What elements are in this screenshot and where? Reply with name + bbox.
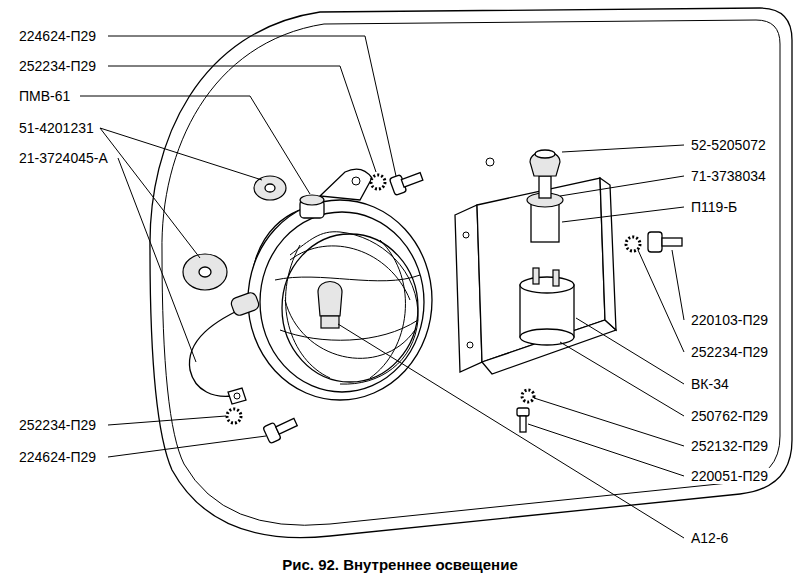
- part-number: 250762-П29: [690, 408, 769, 424]
- switch-bracket-part: [467, 342, 473, 348]
- light-switch-part: [539, 176, 551, 198]
- screws-left-part: [276, 418, 298, 434]
- wire-lead-part: [230, 291, 261, 317]
- part-number: 52-5205072: [690, 137, 767, 153]
- leader-lines-part: [672, 250, 684, 320]
- lamp-part: [285, 300, 415, 358]
- lamp-part: [370, 240, 405, 378]
- lamp-part: [282, 234, 418, 382]
- body-panel: [150, 8, 792, 538]
- leader-lines-part: [560, 176, 684, 196]
- leader-lines-part: [562, 207, 684, 222]
- relay-part: [520, 329, 574, 345]
- part-number: А12-6: [690, 530, 729, 546]
- part-number: 224624-П29: [18, 449, 97, 465]
- leader-lines-part: [576, 318, 684, 384]
- leader-lines-part: [100, 128, 262, 180]
- part-number: 220103-П29: [690, 312, 769, 328]
- leader-lines-part: [118, 158, 196, 362]
- screws-right-part: [522, 390, 534, 402]
- leader-lines-part: [560, 342, 684, 416]
- part-number: 252132-П29: [690, 438, 769, 454]
- leader-lines-part: [108, 416, 226, 425]
- relay-part: [553, 270, 559, 286]
- screws-right-part: [626, 237, 640, 251]
- part-number: 252234-П29: [18, 58, 97, 74]
- lamp: [248, 200, 432, 400]
- screws-right-part: [648, 232, 662, 252]
- wire-lead-part: [228, 388, 246, 404]
- leader-lines: [80, 36, 684, 538]
- switch-bracket-part: [463, 232, 469, 238]
- screws-left-part: [227, 409, 241, 423]
- figure-caption: Рис. 92. Внутреннее освещение: [0, 556, 800, 574]
- lamp-part: [280, 320, 418, 340]
- lamp-bracket-part: [320, 169, 372, 200]
- wire-lead-part: [189, 305, 250, 396]
- leader-lines-part: [528, 424, 684, 476]
- lamp-bracket-part: [352, 177, 360, 185]
- felt-washers-part: [265, 184, 275, 192]
- part-number: П119-Б: [690, 199, 738, 215]
- relay-part: [520, 277, 574, 293]
- part-number: 252234-П29: [18, 417, 97, 433]
- part-number: ПМВ-61: [18, 88, 71, 104]
- leader-lines-part: [338, 324, 684, 538]
- lamp-part: [260, 212, 424, 392]
- lamp-part: [275, 275, 420, 281]
- screws-left-part: [401, 173, 423, 187]
- bulb-part: [321, 316, 339, 328]
- switch-bracket: [455, 178, 616, 374]
- part-number: 51-4201231: [18, 120, 95, 136]
- lamp-part: [290, 246, 410, 300]
- body-panel-part: [150, 8, 792, 538]
- relay-part: [533, 268, 539, 284]
- felt-washers-part: [183, 254, 227, 290]
- leader-lines-part: [100, 128, 200, 258]
- part-number: ВК-34: [690, 376, 730, 392]
- part-number: 71-3738034: [690, 168, 767, 184]
- screws-left: [227, 173, 423, 444]
- leader-lines-part: [108, 36, 396, 176]
- felt-washers-part: [199, 267, 211, 277]
- screws-right-part: [662, 238, 682, 246]
- leader-lines-part: [108, 436, 266, 457]
- lamp-switch-part: [300, 195, 324, 205]
- screws-left-part: [371, 175, 385, 189]
- felt-washers-part: [254, 176, 286, 200]
- bulb-part: [318, 282, 342, 317]
- part-number: 252234-П29: [690, 344, 769, 360]
- relay: [520, 268, 574, 345]
- leader-lines-part: [534, 398, 684, 446]
- light-switch-part: [535, 150, 555, 158]
- wire-lead: [189, 291, 260, 404]
- body-panel-part: [486, 158, 494, 166]
- part-number: 224624-П29: [18, 28, 97, 44]
- leader-lines-part: [562, 145, 684, 152]
- part-number: 220051-П29: [690, 468, 769, 484]
- bulb: [318, 282, 342, 329]
- screws-right-part: [517, 408, 529, 416]
- part-number: 21-3724045-А: [18, 150, 109, 166]
- lamp-switch: [300, 195, 324, 218]
- leader-lines-part: [108, 66, 376, 172]
- wire-lead-part: [234, 393, 240, 399]
- body-panel-part: [162, 20, 780, 525]
- screws-right-part: [520, 416, 526, 432]
- switch-bracket-part: [600, 178, 616, 330]
- light-switch: [527, 150, 563, 242]
- leader-lines-part: [80, 96, 310, 194]
- lamp-part: [248, 200, 432, 400]
- felt-washers: [183, 176, 286, 290]
- leader-lines-part: [638, 250, 684, 352]
